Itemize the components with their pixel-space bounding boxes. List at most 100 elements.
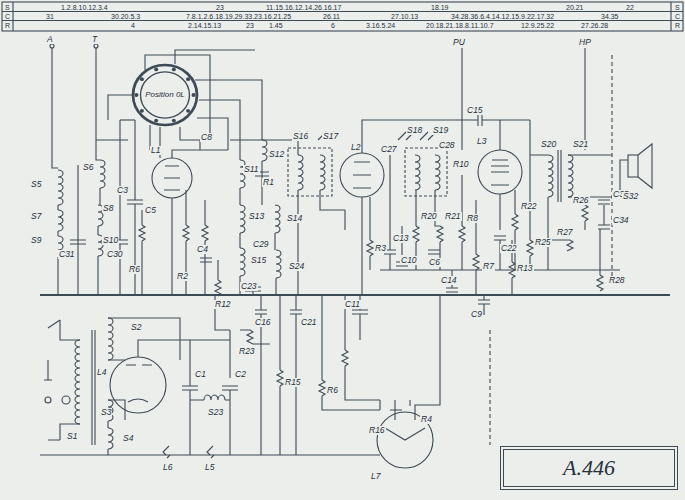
- table-cell: 1.2.8.10.12.3.4: [60, 4, 109, 11]
- table-cell: 2.14.15.13: [187, 22, 222, 29]
- callout-label: R22: [520, 202, 538, 211]
- callout-label: C31: [58, 250, 76, 259]
- callout-label: R26: [572, 196, 590, 205]
- callout-label: S7: [30, 212, 42, 221]
- callout-label: S23: [207, 408, 224, 417]
- callout-label: S1: [66, 432, 78, 441]
- callout-label: C14: [440, 276, 458, 285]
- callout-label: R8: [466, 214, 479, 223]
- callout-label: C4: [196, 245, 209, 254]
- callout-label: S3: [100, 408, 112, 417]
- callout-label: S16: [292, 132, 309, 141]
- callout-label: L6: [162, 463, 173, 472]
- callout-label: S9: [30, 236, 42, 245]
- callout-label: C28: [438, 141, 456, 150]
- table-cell: 27.10.13: [390, 13, 419, 20]
- table-cell: 6: [330, 22, 336, 29]
- callout-label: T: [91, 35, 98, 44]
- callout-label: L3: [476, 137, 487, 146]
- callout-label: S19: [432, 126, 449, 135]
- callout-label: R13: [516, 264, 534, 273]
- title-box: A.446: [500, 446, 678, 490]
- table-cell: 26.11: [322, 13, 341, 20]
- callout-label: C1: [194, 370, 207, 379]
- table-cell: 4: [130, 22, 136, 29]
- callout-label: A: [46, 35, 54, 44]
- callout-label: PU: [452, 38, 466, 47]
- callout-label: S8: [102, 204, 114, 213]
- table-cell: 20.18.21.18.8.11.10.7: [425, 22, 495, 29]
- callout-label: S21: [572, 140, 589, 149]
- table-cell: 12.9.25.22: [520, 22, 555, 29]
- callout-label: R16: [368, 426, 386, 435]
- callout-label: C5: [144, 206, 157, 215]
- callout-label: HP: [578, 38, 592, 47]
- switch-label: Position 0L: [145, 91, 185, 100]
- callout-label: C29: [252, 240, 270, 249]
- callout-label: S24: [288, 262, 305, 271]
- callout-label: R2: [176, 272, 189, 281]
- callout-label: C27: [380, 145, 398, 154]
- callout-label: S32: [622, 192, 639, 201]
- callout-label: S6: [82, 163, 94, 172]
- callout-label: S11: [243, 165, 260, 174]
- callout-label: C16: [254, 318, 272, 327]
- callout-label: S15: [250, 256, 267, 265]
- callout-label: R3: [374, 244, 387, 253]
- callout-label: S12: [268, 150, 285, 159]
- table-cell: 18.19: [430, 4, 450, 11]
- callout-label: C13: [392, 234, 410, 243]
- table-cell: 11.15.16.12.14.26.16.17: [265, 4, 342, 11]
- callout-label: C22: [500, 244, 518, 253]
- callout-label: S17: [322, 132, 339, 141]
- wiring: [2, 2, 683, 468]
- callout-label: R20: [420, 212, 438, 221]
- callout-label: L1: [150, 146, 161, 155]
- callout-label: L2: [350, 143, 361, 152]
- callout-label: C3: [116, 186, 129, 195]
- table-cell: R: [4, 22, 11, 29]
- callout-label: R28: [608, 276, 626, 285]
- callout-label: C23: [240, 282, 258, 291]
- callout-label: R23: [238, 347, 256, 356]
- callout-label: C8: [200, 133, 213, 142]
- callout-label: S20: [540, 140, 557, 149]
- table-cell: 34.35: [600, 13, 620, 20]
- callout-label: C6: [428, 258, 441, 267]
- table-cell: S: [4, 4, 11, 11]
- callout-label: S2: [130, 323, 142, 332]
- callout-label: R27: [556, 228, 574, 237]
- callout-label: R12: [214, 300, 232, 309]
- callout-label: R15: [284, 378, 302, 387]
- callout-label: R6: [326, 386, 339, 395]
- callout-label: C15: [466, 106, 484, 115]
- callout-label: C30: [106, 250, 124, 259]
- callout-label: R1: [262, 178, 275, 187]
- callout-label: R7: [482, 262, 495, 271]
- callout-label: C2: [234, 370, 247, 379]
- table-cell: 27.26.28: [580, 22, 609, 29]
- callout-label: C21: [300, 318, 318, 327]
- callout-label: C9: [470, 310, 483, 319]
- callout-label: S18: [406, 126, 423, 135]
- table-cell: 7.8.1.2.6.18.19.29.33.23.16.21.25: [185, 13, 292, 20]
- callout-label: L4: [96, 368, 107, 377]
- callout-label: L7: [370, 472, 381, 481]
- table-cell: 34.28.36.6.4.14.12.15.9.22.17.32: [450, 13, 555, 20]
- table-cell: C: [4, 13, 11, 20]
- table-cell: 23: [215, 4, 225, 11]
- table-cell: 22: [625, 4, 635, 11]
- table-cell: S: [674, 4, 681, 11]
- table-cell: 3.16.5.24: [365, 22, 396, 29]
- callout-label: S13: [248, 212, 265, 221]
- table-cell: 1.45: [268, 22, 284, 29]
- callout-label: S10: [102, 236, 119, 245]
- callout-label: C11: [344, 300, 361, 309]
- callout-label: S14: [286, 214, 303, 223]
- switch-circle: Position 0L: [131, 63, 199, 127]
- callout-label: S5: [30, 180, 42, 189]
- callout-label: R4: [420, 415, 433, 424]
- callout-label: R25: [534, 238, 552, 247]
- callout-label: L5: [204, 463, 215, 472]
